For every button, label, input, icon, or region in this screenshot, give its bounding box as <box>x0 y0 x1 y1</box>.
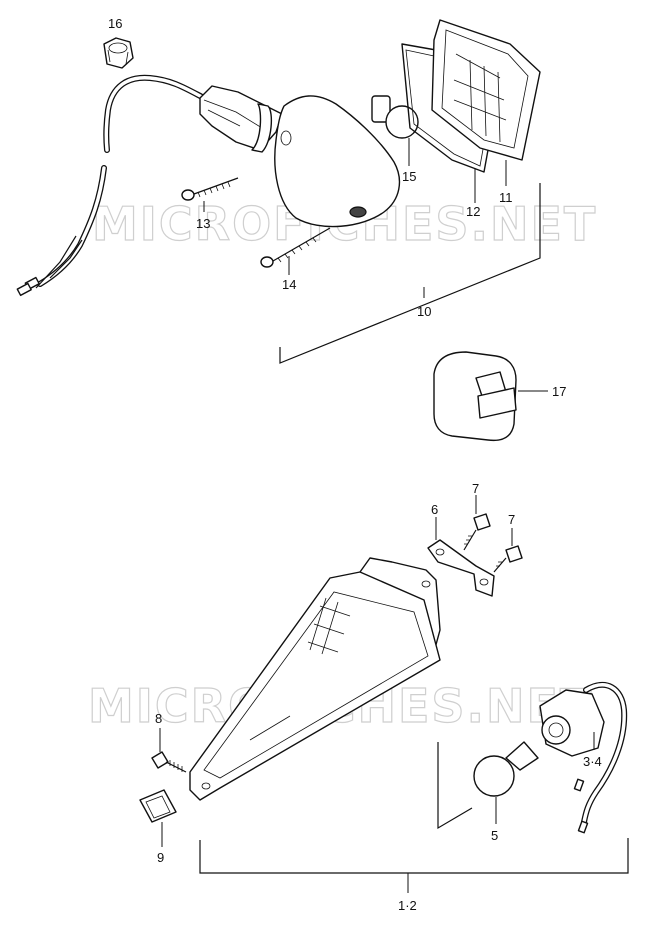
part-11-lens <box>431 19 541 186</box>
part-8-bolt <box>151 728 187 773</box>
part-15-bulb <box>371 95 419 166</box>
part-7-bolt-lower <box>493 528 523 573</box>
part-5-bulb <box>473 741 539 824</box>
part-10-turn-signal-body <box>199 85 401 228</box>
callout-7-upper: 7 <box>472 481 479 496</box>
callout-8: 8 <box>155 711 162 726</box>
part-6-bracket <box>427 517 495 597</box>
part-9-clip-nut <box>139 789 177 847</box>
callout-6: 6 <box>431 502 438 517</box>
callout-5: 5 <box>491 828 498 843</box>
part-16-nut <box>103 37 134 69</box>
part-13-screw <box>181 177 239 212</box>
callout-11: 11 <box>499 190 513 205</box>
part-1-2-turn-signal-housing <box>189 557 441 801</box>
callout-12: 12 <box>466 204 480 219</box>
callout-7-lower: 7 <box>508 512 515 527</box>
callout-3-4: 3·4 <box>583 754 602 769</box>
callout-9: 9 <box>157 850 164 865</box>
callout-17: 17 <box>552 384 566 399</box>
part-3-4-socket <box>539 681 628 834</box>
callout-1-2: 1·2 <box>398 898 417 913</box>
bracket-1-2 <box>199 838 629 874</box>
callout-14: 14 <box>282 277 296 292</box>
callout-13: 13 <box>196 216 210 231</box>
part-7-bolt-upper <box>463 495 491 551</box>
part-14-screw <box>260 227 331 275</box>
part-10-wire-harness <box>16 74 207 297</box>
part-17-relay <box>433 351 548 442</box>
bracket-10 <box>279 183 541 364</box>
callout-10: 10 <box>417 304 431 319</box>
callout-15: 15 <box>402 169 416 184</box>
bracket-5 <box>437 742 473 830</box>
callout-16: 16 <box>108 16 122 31</box>
